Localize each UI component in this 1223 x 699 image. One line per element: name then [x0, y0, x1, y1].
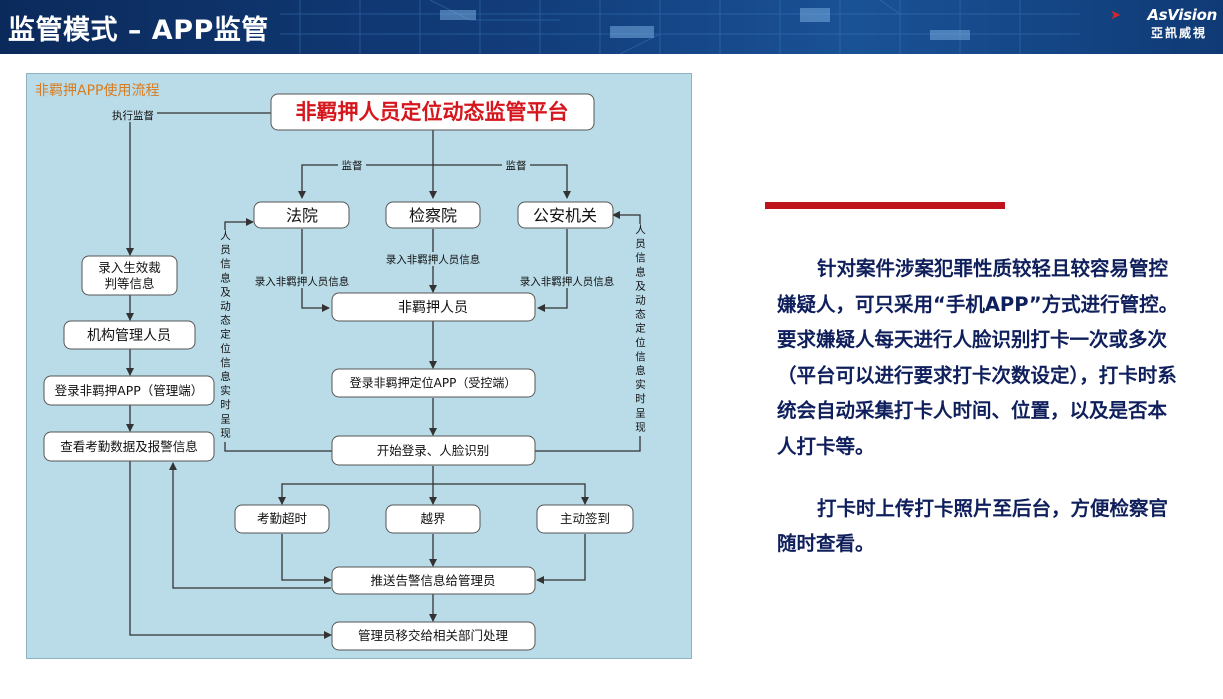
realtime-right-label: 人员信息及动态定位信息实时呈现	[635, 224, 646, 433]
enter-info-procuratorate-label: 录入非羁押人员信息	[386, 253, 481, 266]
enter-verdict-box	[81, 255, 178, 296]
accent-divider	[765, 202, 1005, 209]
out-of-bounds-box	[385, 504, 481, 534]
attendance-overtime-label: 考勤超时	[257, 511, 308, 526]
flowchart-node-text: 非羁押APP使用流程 非羁押人员定位动态监管平台 法院 检察院 公安机关 非羁押…	[35, 82, 610, 643]
description-paragraph-2: 打卡时上传打卡照片至后台，方便检察官随时查看。	[777, 496, 1169, 556]
court-label: 法院	[286, 206, 318, 225]
login-admin-app-label: 登录非羁押APP（管理端）	[55, 383, 204, 398]
login-client-box	[331, 368, 536, 398]
attendance-overtime-box	[234, 504, 330, 534]
court-box	[253, 201, 350, 229]
login-client-label: 登录非羁押定位APP（受控端）	[350, 375, 517, 390]
enter-info-police-label: 录入非羁押人员信息	[520, 275, 615, 288]
out-of-bounds-label: 越界	[420, 511, 446, 526]
edge-labels: 执行监督 监督 监督 录入非羁押人员信息 录入非羁押人员信息 录入非羁押人员信息	[109, 108, 617, 288]
active-checkin-box	[536, 504, 634, 534]
non-detained-label: 非羁押人员	[398, 300, 468, 316]
active-checkin-label: 主动签到	[560, 511, 610, 526]
police-box	[517, 201, 614, 229]
start-login-box	[331, 435, 536, 466]
view-attendance-box	[43, 431, 215, 462]
enter-verdict-label: 录入生效裁判等信息	[98, 259, 161, 291]
platform-box	[270, 93, 595, 131]
logo-subtext: 亞訊威視	[1150, 26, 1207, 40]
panel-title: 非羁押APP使用流程	[35, 82, 159, 99]
header-circuit-pattern	[280, 0, 1080, 54]
agency-admin-label: 机构管理人员	[87, 328, 171, 344]
realtime-left-label: 人员信息及动态定位信息实时呈现	[220, 230, 231, 439]
title-bar: 监管模式 – APP监管 ➤ AsVision 亞訊威視	[0, 0, 1223, 54]
enter-verdict-text-wrap: 录入生效裁判等信息	[98, 259, 161, 291]
procuratorate-label: 检察院	[409, 206, 457, 225]
push-alert-label: 推送告警信息给管理员	[370, 573, 495, 588]
logo-text: AsVision	[1147, 6, 1217, 24]
supervise-left-label: 监督	[342, 159, 363, 172]
platform-title: 非羁押人员定位动态监管平台	[296, 100, 569, 124]
flowchart-panel: 执行监督 监督 监督 录入非羁押人员信息 录入非羁押人员信息 录入非羁押人员信息…	[26, 73, 692, 659]
enter-info-court-label: 录入非羁押人员信息	[255, 275, 350, 288]
logo-mark-icon: ➤	[1110, 8, 1121, 23]
description-paragraph-1: 针对案件涉案犯罪性质较轻且较容易管控嫌疑人，可只采用“手机APP”方式进行管控。…	[777, 257, 1179, 458]
execute-supervision-label: 执行监督	[112, 109, 154, 122]
start-login-label: 开始登录、人脸识别	[377, 443, 490, 458]
admin-transfer-box	[331, 621, 536, 651]
login-admin-app-box	[43, 375, 215, 406]
asvision-logo: ➤ AsVision 亞訊威視	[1097, 6, 1217, 46]
supervise-right-label: 监督	[506, 159, 527, 172]
police-label: 公安机关	[533, 206, 597, 225]
description-text: 针对案件涉案犯罪性质较轻且较容易管控嫌疑人，可只采用“手机APP”方式进行管控。…	[777, 251, 1185, 562]
flowchart-diagram: 执行监督 监督 监督 录入非羁押人员信息 录入非羁押人员信息 录入非羁押人员信息…	[35, 82, 647, 651]
view-attendance-label: 查看考勤数据及报警信息	[60, 439, 198, 454]
push-alert-box	[331, 566, 536, 595]
flowchart-boxes	[43, 93, 634, 651]
admin-transfer-label: 管理员移交给相关部门处理	[358, 628, 509, 643]
non-detained-box	[331, 292, 536, 322]
procuratorate-box	[385, 201, 481, 229]
agency-admin-box	[63, 320, 196, 350]
vertical-labels: 人员信息及动态定位信息实时呈现 人员信息及动态定位信息实时呈现	[219, 224, 647, 442]
page-title: 监管模式 – APP监管	[8, 15, 269, 46]
